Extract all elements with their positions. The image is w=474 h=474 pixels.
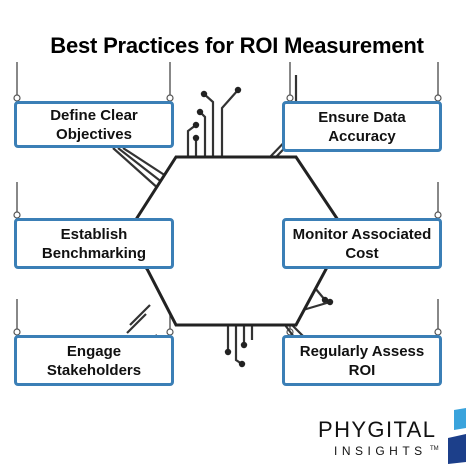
circuit-trace — [220, 89, 239, 157]
practice-box-define-objectives: Define Clear Objectives — [14, 101, 174, 148]
practice-box-assess-roi: Regularly Assess ROI — [282, 335, 442, 386]
page-title: Best Practices for ROI Measurement — [50, 33, 424, 58]
practice-label-line: Engage — [66, 342, 122, 360]
practice-label-line: Cost — [345, 244, 379, 262]
circuit-trace — [203, 93, 215, 157]
practice-box-data-accuracy: Ensure Data Accuracy — [282, 101, 442, 152]
practice-label-line: Benchmarking — [41, 244, 147, 262]
circuit-trace — [186, 124, 197, 157]
circuit-node — [240, 341, 248, 349]
circuit-node — [234, 86, 242, 94]
circuit-trace — [302, 300, 331, 312]
circuit-trace — [199, 111, 207, 157]
circuit-node — [238, 360, 246, 368]
circuit-node — [192, 121, 200, 129]
practice-label-line: Ensure Data — [318, 108, 406, 126]
circuit-trace — [117, 147, 164, 184]
practice-box-associated-cost: Monitor Associated Cost — [282, 218, 442, 269]
circuit-trace — [122, 147, 167, 177]
practice-box-benchmarking: Establish Benchmarking — [14, 218, 174, 269]
circuit-node — [196, 108, 204, 116]
phygital-logo-icon — [448, 408, 466, 464]
practice-label-line: ROI — [348, 361, 376, 379]
circuit-node — [326, 298, 334, 306]
circuit-node — [321, 296, 329, 304]
circuit-node — [224, 348, 232, 356]
logo-trademark: TM — [430, 446, 439, 452]
practice-label-line: Objectives — [56, 125, 132, 143]
circuit-node — [192, 134, 200, 142]
circuit-trace — [126, 313, 147, 334]
practice-label-line: Monitor Associated — [292, 225, 432, 243]
logo-name: PHYGITAL — [318, 417, 437, 442]
practice-label-line: Establish — [60, 225, 128, 243]
logo-subtitle: INSIGHTS — [334, 444, 427, 458]
circuit-trace — [129, 304, 151, 326]
practice-label-line: Accuracy — [328, 127, 396, 145]
practice-box-stakeholders: Engage Stakeholders — [14, 335, 174, 386]
practice-label-line: Stakeholders — [46, 361, 142, 379]
circuit-trace — [112, 147, 161, 191]
practice-label-line: Regularly Assess — [299, 342, 425, 360]
circuit-node — [200, 90, 208, 98]
practice-label-line: Define Clear — [50, 106, 138, 124]
